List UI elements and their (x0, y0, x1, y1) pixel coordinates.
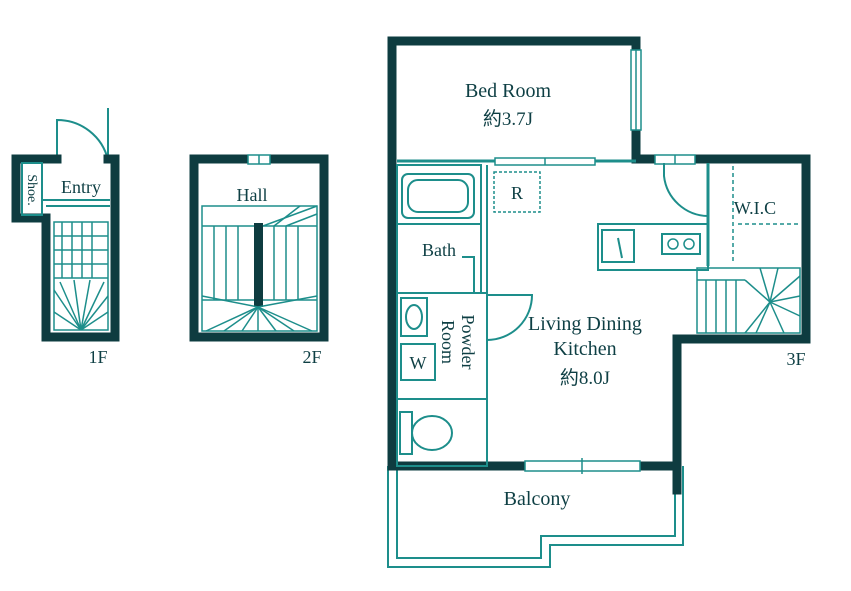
label-washer: W (410, 353, 427, 373)
floor-2f-walls (189, 154, 329, 342)
floor-3f-stairs (696, 267, 801, 334)
sink-bowl (405, 304, 423, 330)
room-label-ldk-line1: Living Dining (528, 313, 642, 335)
room-label-powder: Powder (458, 315, 478, 370)
room-label-shoe: Shoe. (24, 174, 39, 206)
floor-1f-walls (11, 154, 120, 342)
toilet-tank (399, 411, 413, 455)
bathtub (401, 173, 475, 219)
room-label-bedroom: Bed Room (465, 80, 552, 102)
wic-door (663, 163, 709, 217)
balcony-outline-inner (396, 470, 676, 559)
room-label-powder-room: Room (438, 320, 458, 364)
toilet-room-outline (396, 398, 488, 467)
kitchen-sink (601, 229, 635, 263)
floor-label-3f: 3F (786, 349, 805, 369)
toilet-icon (411, 415, 453, 451)
burner-1 (667, 238, 679, 250)
room-label-ldk-line2: Kitchen (553, 338, 616, 360)
shoe-cabinet (21, 162, 43, 216)
stove (661, 233, 701, 255)
bathtub-inner (407, 179, 469, 213)
room-label-bath: Bath (422, 240, 456, 260)
floor-label-2f: 2F (302, 347, 321, 367)
label-refrigerator: R (511, 183, 523, 203)
room-size-ldk: 約8.0J (560, 367, 610, 389)
sink (400, 297, 428, 337)
washer-box (400, 343, 436, 381)
room-label-balcony: Balcony (504, 488, 571, 510)
floor-2f-stairs (201, 205, 318, 332)
bath-door (462, 256, 475, 293)
floor-1f-stairs (53, 221, 109, 331)
kitchen-faucet (617, 237, 623, 259)
stair-core (254, 223, 263, 307)
entry-door-swing (56, 118, 109, 161)
floor-1f: Entry Shoe. 1F (11, 108, 120, 367)
refrigerator-box (493, 171, 541, 213)
room-size-bedroom: 約3.7J (483, 108, 533, 130)
room-label-wic: W.I.C (734, 198, 776, 218)
room-label-entry: Entry (61, 177, 101, 197)
balcony-outline (387, 466, 684, 568)
floor-2f: Hall 2F (189, 154, 329, 367)
room-label-hall: Hall (237, 185, 268, 205)
floor-label-1f: 1F (88, 347, 107, 367)
burner-2 (683, 238, 695, 250)
floor-3f-walls (387, 36, 811, 495)
powder-door (486, 294, 534, 342)
floor-3f: Bed Room 約3.7J R Bath Powder Room W Livi… (387, 36, 811, 568)
